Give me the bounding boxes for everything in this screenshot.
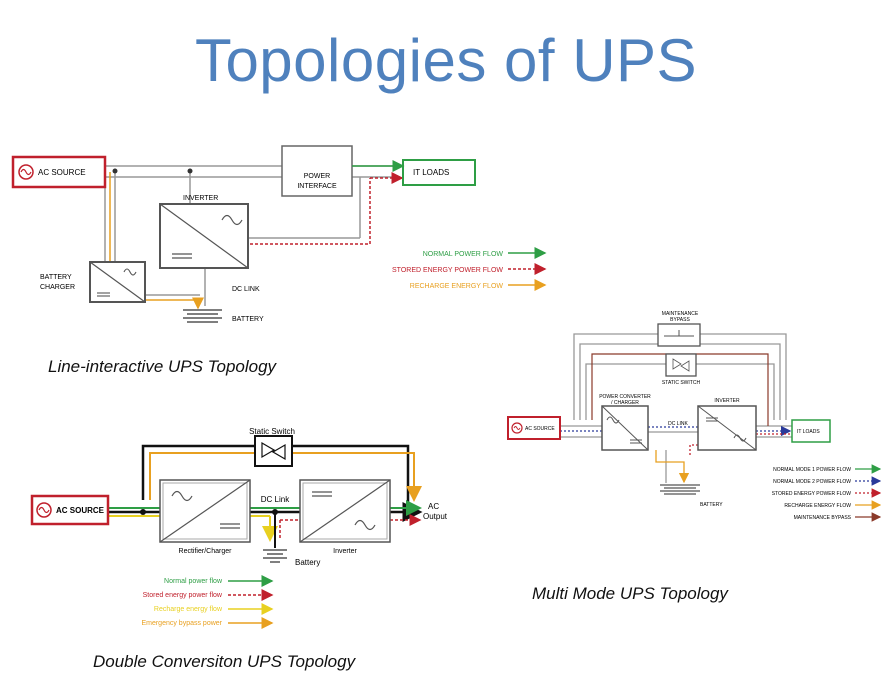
legend-stored-flow: STORED ENERGY POWER FLOW (772, 491, 852, 497)
line-interactive-legend: NORMAL POWER FLOW STORED ENERGY POWER FL… (392, 247, 547, 291)
inverter-label: INVERTER (714, 398, 740, 404)
dc-link-label: DC LINK (668, 421, 688, 427)
it-loads-box (791, 419, 831, 443)
legend-maintenance-bypass: MAINTENANCE BYPASS (794, 515, 852, 521)
line-interactive-caption: Line-interactive UPS Topology (48, 357, 277, 376)
power-converter-label-2: / CHARGER (611, 400, 639, 406)
dc-link-label: DC Link (261, 495, 290, 504)
dc-link-label: DC LINK (232, 286, 260, 293)
it-loads-label: IT LOADS (413, 168, 449, 177)
ac-source-label: AC SOURCE (56, 506, 105, 515)
static-switch-box (254, 435, 293, 467)
legend-normal-flow: Normal power flow (164, 578, 223, 585)
power-converter-label-1: POWER CONVERTER (599, 394, 651, 400)
maintenance-bypass-label-1: MAINTENANCE (662, 311, 699, 317)
static-switch-label: Static Switch (249, 427, 295, 436)
legend-mode1-flow: NORMAL MODE 1 POWER FLOW (773, 467, 851, 473)
ac-source-box (11, 155, 107, 189)
battery-label: Battery (295, 558, 320, 567)
inverter-label: INVERTER (183, 195, 218, 202)
legend-recharge-flow: RECHARGE ENERGY FLOW (410, 283, 504, 290)
it-loads-label: IT LOADS (797, 429, 820, 435)
power-interface-label-2: INTERFACE (297, 183, 337, 190)
ac-sine-icon (18, 164, 34, 180)
battery-label: BATTERY (232, 316, 264, 323)
ac-source-label: AC SOURCE (38, 168, 86, 177)
static-switch-label: STATIC SWITCH (662, 380, 701, 386)
line-interactive-diagram: AC SOURCE POWER INTERFACE IT LOADS INVER… (11, 145, 547, 323)
double-conversion-caption: Double Conversiton UPS Topology (93, 652, 356, 671)
ac-source-label: AC SOURCE (525, 426, 555, 432)
legend-mode2-flow: NORMAL MODE 2 POWER FLOW (773, 479, 851, 485)
legend-recharge-flow: RECHARGE ENERGY FLOW (784, 503, 851, 509)
ac-source-box (507, 416, 561, 440)
rectifier-label: Rectifier/Charger (179, 548, 233, 555)
ac-output-label-1: AC (428, 502, 439, 511)
ac-sine-icon (36, 502, 52, 518)
battery-charger-label-2: CHARGER (40, 284, 75, 291)
battery-charger-label-1: BATTERY (40, 274, 72, 281)
static-switch-box (665, 353, 697, 377)
ac-output-label-2: Output (423, 512, 448, 521)
legend-emergency-bypass: Emergency bypass power (141, 620, 222, 627)
double-conversion-diagram: Static Switch AC SOURCE Rectifier/Charge… (30, 427, 448, 629)
maintenance-bypass-label-2: BYPASS (670, 317, 690, 323)
legend-stored-flow: STORED ENERGY POWER FLOW (392, 267, 503, 274)
power-interface-label-1: POWER (304, 173, 330, 180)
battery-icon (183, 309, 222, 323)
multi-mode-diagram: MAINTENANCE BYPASS STATIC SWITCH POWER C… (507, 311, 882, 522)
legend-recharge-flow: Recharge energy flow (154, 606, 223, 613)
thyristor-icon (672, 358, 690, 372)
battery-label: BATTERY (700, 502, 723, 508)
double-conversion-legend: Normal power flow Stored energy power fl… (141, 575, 274, 629)
it-loads-box (402, 159, 476, 186)
battery-icon (263, 549, 287, 563)
thyristor-icon (261, 441, 286, 461)
power-interface-box (281, 145, 353, 197)
inverter-label: Inverter (333, 548, 357, 555)
multi-mode-caption: Multi Mode UPS Topology (532, 584, 728, 603)
multi-mode-legend: NORMAL MODE 1 POWER FLOW NORMAL MODE 2 P… (772, 464, 882, 522)
slide-title: Topologies of UPS (194, 27, 698, 94)
legend-stored-flow: Stored energy power flow (143, 592, 223, 599)
legend-normal-flow: NORMAL POWER FLOW (423, 251, 504, 258)
ac-sine-icon (511, 422, 523, 434)
battery-icon (660, 484, 700, 495)
